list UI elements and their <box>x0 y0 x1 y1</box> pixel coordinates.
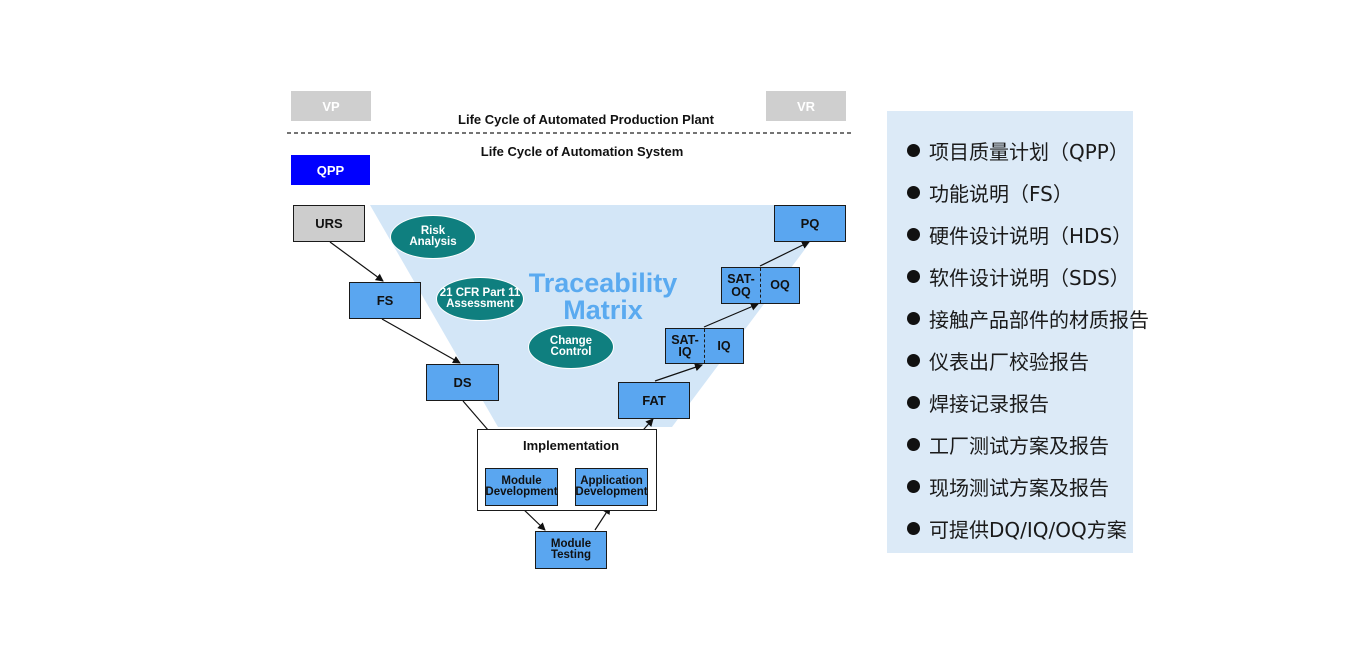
app-dev-line2: Development <box>575 486 648 498</box>
deliverables-list: 项目质量计划（QPP） 功能说明（FS） 硬件设计说明（HDS） 软件设计说明（SDS… <box>907 129 1149 549</box>
cfr-line2: Assessment <box>446 298 514 310</box>
qpp-tag: QPP <box>291 155 370 185</box>
traceability-line2: Matrix <box>563 295 643 325</box>
deliverable-item: 硬件设计说明（HDS） <box>907 213 1133 255</box>
bullet-icon <box>907 521 920 535</box>
sat-iq-box: SAT- IQ IQ <box>665 328 744 364</box>
arrow-urs-fs <box>329 241 384 282</box>
traceability-matrix-label: Traceability Matrix <box>498 270 708 324</box>
module-test-line2: Testing <box>550 549 592 561</box>
deliverable-item: 项目质量计划（QPP） <box>907 129 1133 171</box>
deliverable-text: 功能说明（FS） <box>929 181 1073 206</box>
risk-analysis-ellipse: Risk Analysis <box>390 215 476 259</box>
bullet-icon <box>907 269 920 283</box>
module-dev-line2: Development <box>485 486 558 498</box>
deliverable-text: 可提供DQ/IQ/OQ方案 <box>929 517 1127 542</box>
fs-box: FS <box>349 282 421 319</box>
module-dev-line1: Module <box>501 474 542 487</box>
change-line1: Change <box>549 334 593 347</box>
vp-tag: VP <box>291 91 371 121</box>
sat-oq-line1: SAT- <box>727 272 755 286</box>
change-control-ellipse: Change Control <box>528 325 614 369</box>
deliverable-item: 工厂测试方案及报告 <box>907 423 1133 465</box>
system-lifecycle-title: Life Cycle of Automation System <box>480 144 684 159</box>
deliverable-text: 焊接记录报告 <box>929 391 1049 416</box>
deliverable-text: 现场测试方案及报告 <box>929 475 1109 500</box>
deliverable-item: 焊接记录报告 <box>907 381 1133 423</box>
fat-box: FAT <box>618 382 690 419</box>
risk-line2: Analysis <box>409 236 457 248</box>
deliverable-item: 功能说明（FS） <box>907 171 1133 213</box>
deliverable-text: 接触产品部件的材质报告 <box>929 307 1149 332</box>
urs-box: URS <box>293 205 365 242</box>
bullet-icon <box>907 185 920 199</box>
arrow-fs-ds <box>381 318 461 364</box>
deliverable-item: 可提供DQ/IQ/OQ方案 <box>907 507 1133 549</box>
bullet-icon <box>907 479 920 493</box>
change-line2: Control <box>550 346 592 358</box>
cfr-line1: 21 CFR Part 11 <box>439 286 521 299</box>
risk-line1: Risk <box>420 224 446 237</box>
bullet-icon <box>907 227 920 241</box>
application-development-box: Application Development <box>575 468 648 506</box>
bullet-icon <box>907 395 920 409</box>
deliverable-item: 仪表出厂校验报告 <box>907 339 1133 381</box>
module-testing-box: Module Testing <box>535 531 607 569</box>
arrow-satiq-satoq <box>703 303 759 328</box>
bullet-icon <box>907 437 920 451</box>
module-development-box: Module Development <box>485 468 558 506</box>
module-test-line1: Module <box>550 537 592 550</box>
sat-oq-box: SAT- OQ OQ <box>721 267 800 304</box>
vr-tag: VR <box>766 91 846 121</box>
sat-oq-line2: OQ <box>731 284 751 299</box>
sat-oq-left: SAT- OQ <box>722 268 761 303</box>
deliverable-text: 工厂测试方案及报告 <box>929 433 1109 458</box>
deliverable-item: 软件设计说明（SDS） <box>907 255 1133 297</box>
iq-right: IQ <box>717 338 731 353</box>
bullet-icon <box>907 311 920 325</box>
app-dev-line1: Application <box>580 474 643 487</box>
deliverable-text: 项目质量计划（QPP） <box>929 139 1129 164</box>
deliverables-panel: 项目质量计划（QPP） 功能说明（FS） 硬件设计说明（HDS） 软件设计说明（SDS… <box>887 111 1149 553</box>
bullet-icon <box>907 353 920 367</box>
bullet-icon <box>907 143 920 157</box>
deliverable-item: 现场测试方案及报告 <box>907 465 1133 507</box>
sat-iq-left: SAT- IQ <box>666 329 705 363</box>
deliverable-text: 硬件设计说明（HDS） <box>929 223 1133 248</box>
sat-iq-line1: SAT- <box>671 332 699 347</box>
ds-box: DS <box>426 364 499 401</box>
implementation-label: Implementation <box>522 438 620 453</box>
arrow-satoq-pq <box>759 241 810 267</box>
pq-box: PQ <box>774 205 846 242</box>
plant-lifecycle-title: Life Cycle of Automated Production Plant <box>458 112 714 127</box>
traceability-line1: Traceability <box>528 268 678 298</box>
deliverable-text: 仪表出厂校验报告 <box>929 349 1089 374</box>
oq-right: OQ <box>770 278 790 293</box>
sat-iq-line2: IQ <box>678 345 692 359</box>
deliverable-text: 软件设计说明（SDS） <box>929 265 1130 290</box>
deliverable-item: 接触产品部件的材质报告 <box>907 297 1149 339</box>
arrow-fat-satiq <box>654 363 703 382</box>
cfr-assessment-ellipse: 21 CFR Part 11 Assessment <box>436 277 524 321</box>
